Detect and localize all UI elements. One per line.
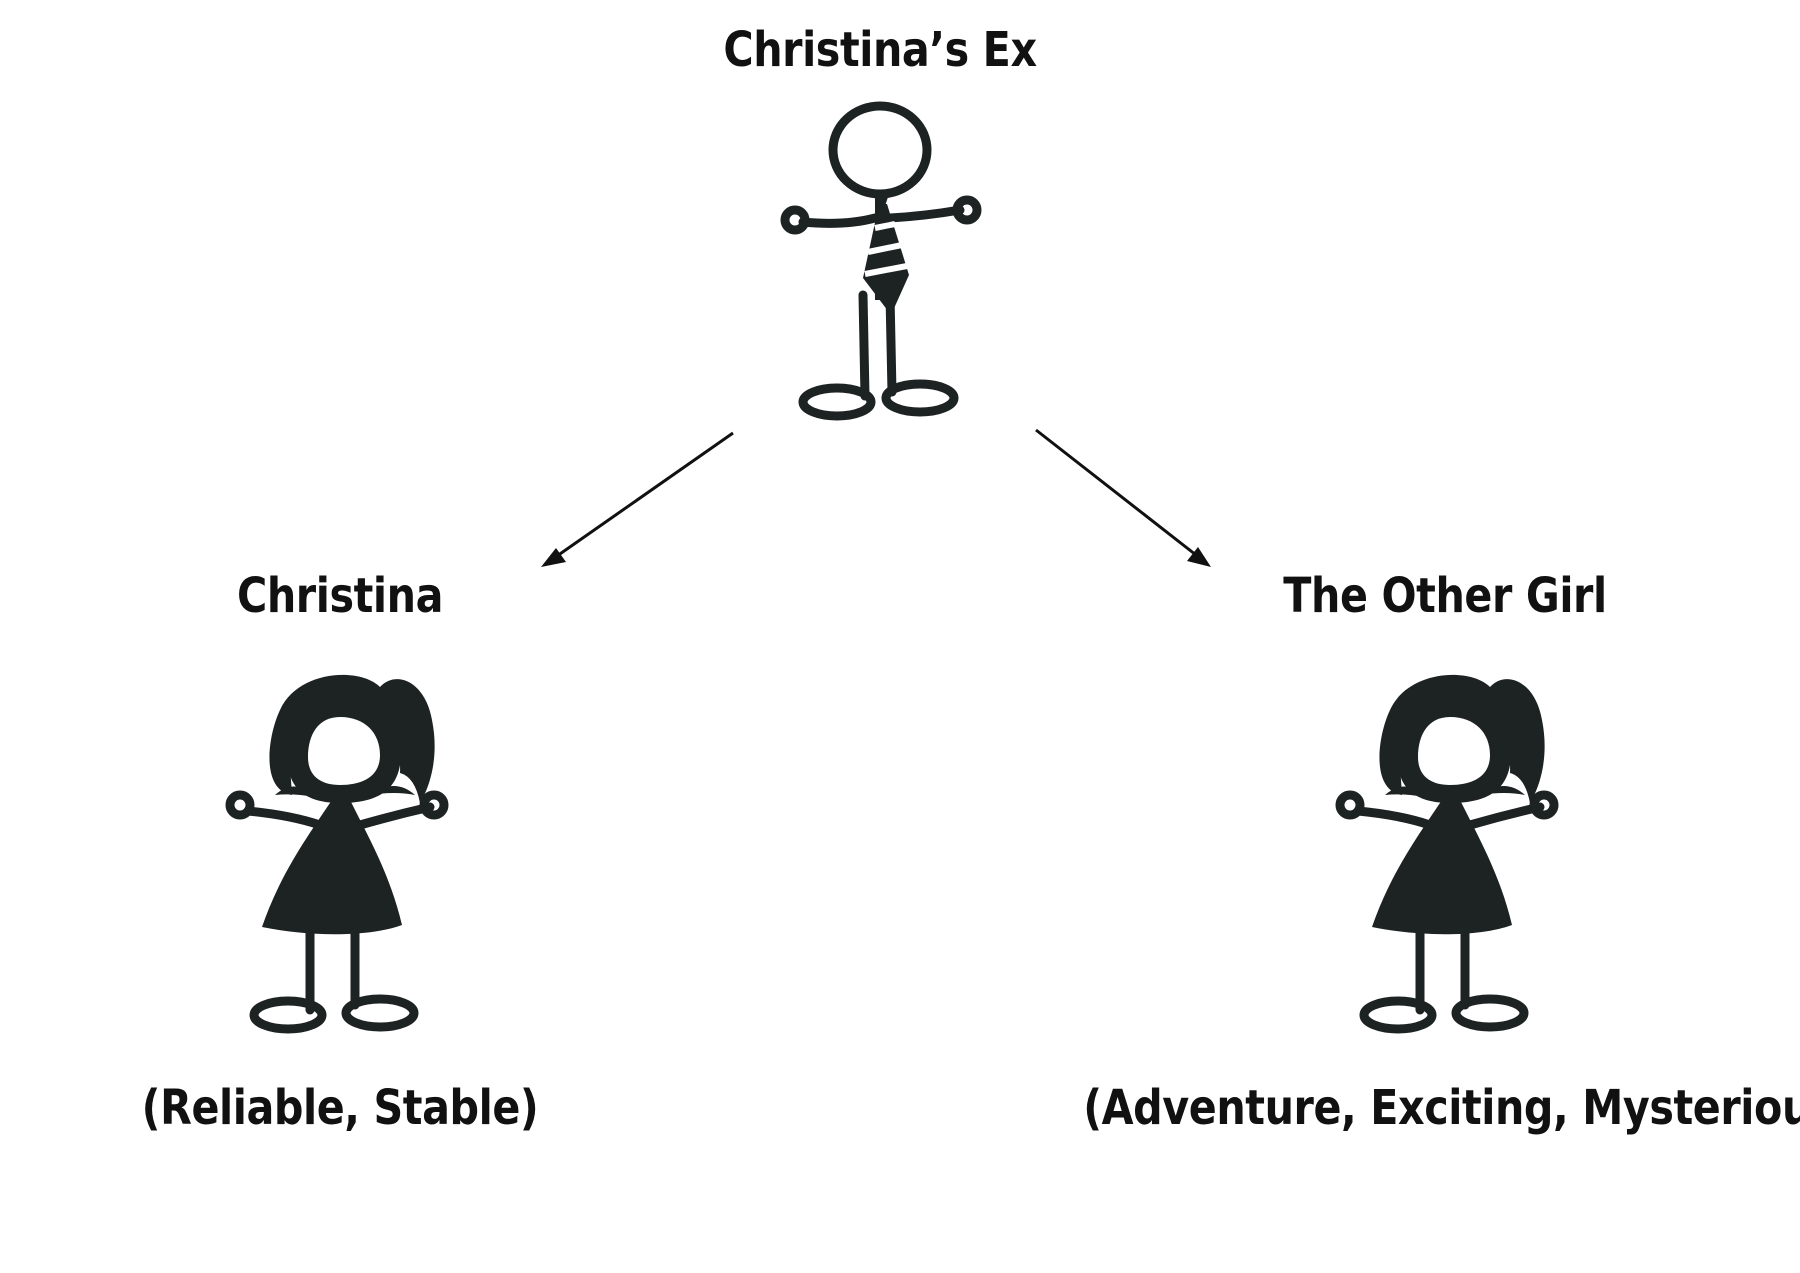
other-girl-label: The Other Girl — [1283, 568, 1607, 624]
christina-traits: (Reliable, Stable) — [141, 1080, 539, 1136]
ex-figure-icon — [780, 101, 982, 421]
christina-label: Christina — [236, 568, 444, 624]
christina-figure-icon — [225, 674, 449, 1034]
ex-label: Christina’s Ex — [723, 22, 1037, 78]
arrow-to-other-girl — [1035, 428, 1211, 567]
arrowhead-right-icon — [1187, 547, 1211, 567]
arrowhead-left-icon — [541, 548, 566, 567]
arrow-to-christina — [541, 431, 734, 567]
other-girl-traits: (Adventure, Exciting, Mysterious) — [1083, 1080, 1800, 1136]
other-girl-figure-icon — [1335, 674, 1559, 1034]
